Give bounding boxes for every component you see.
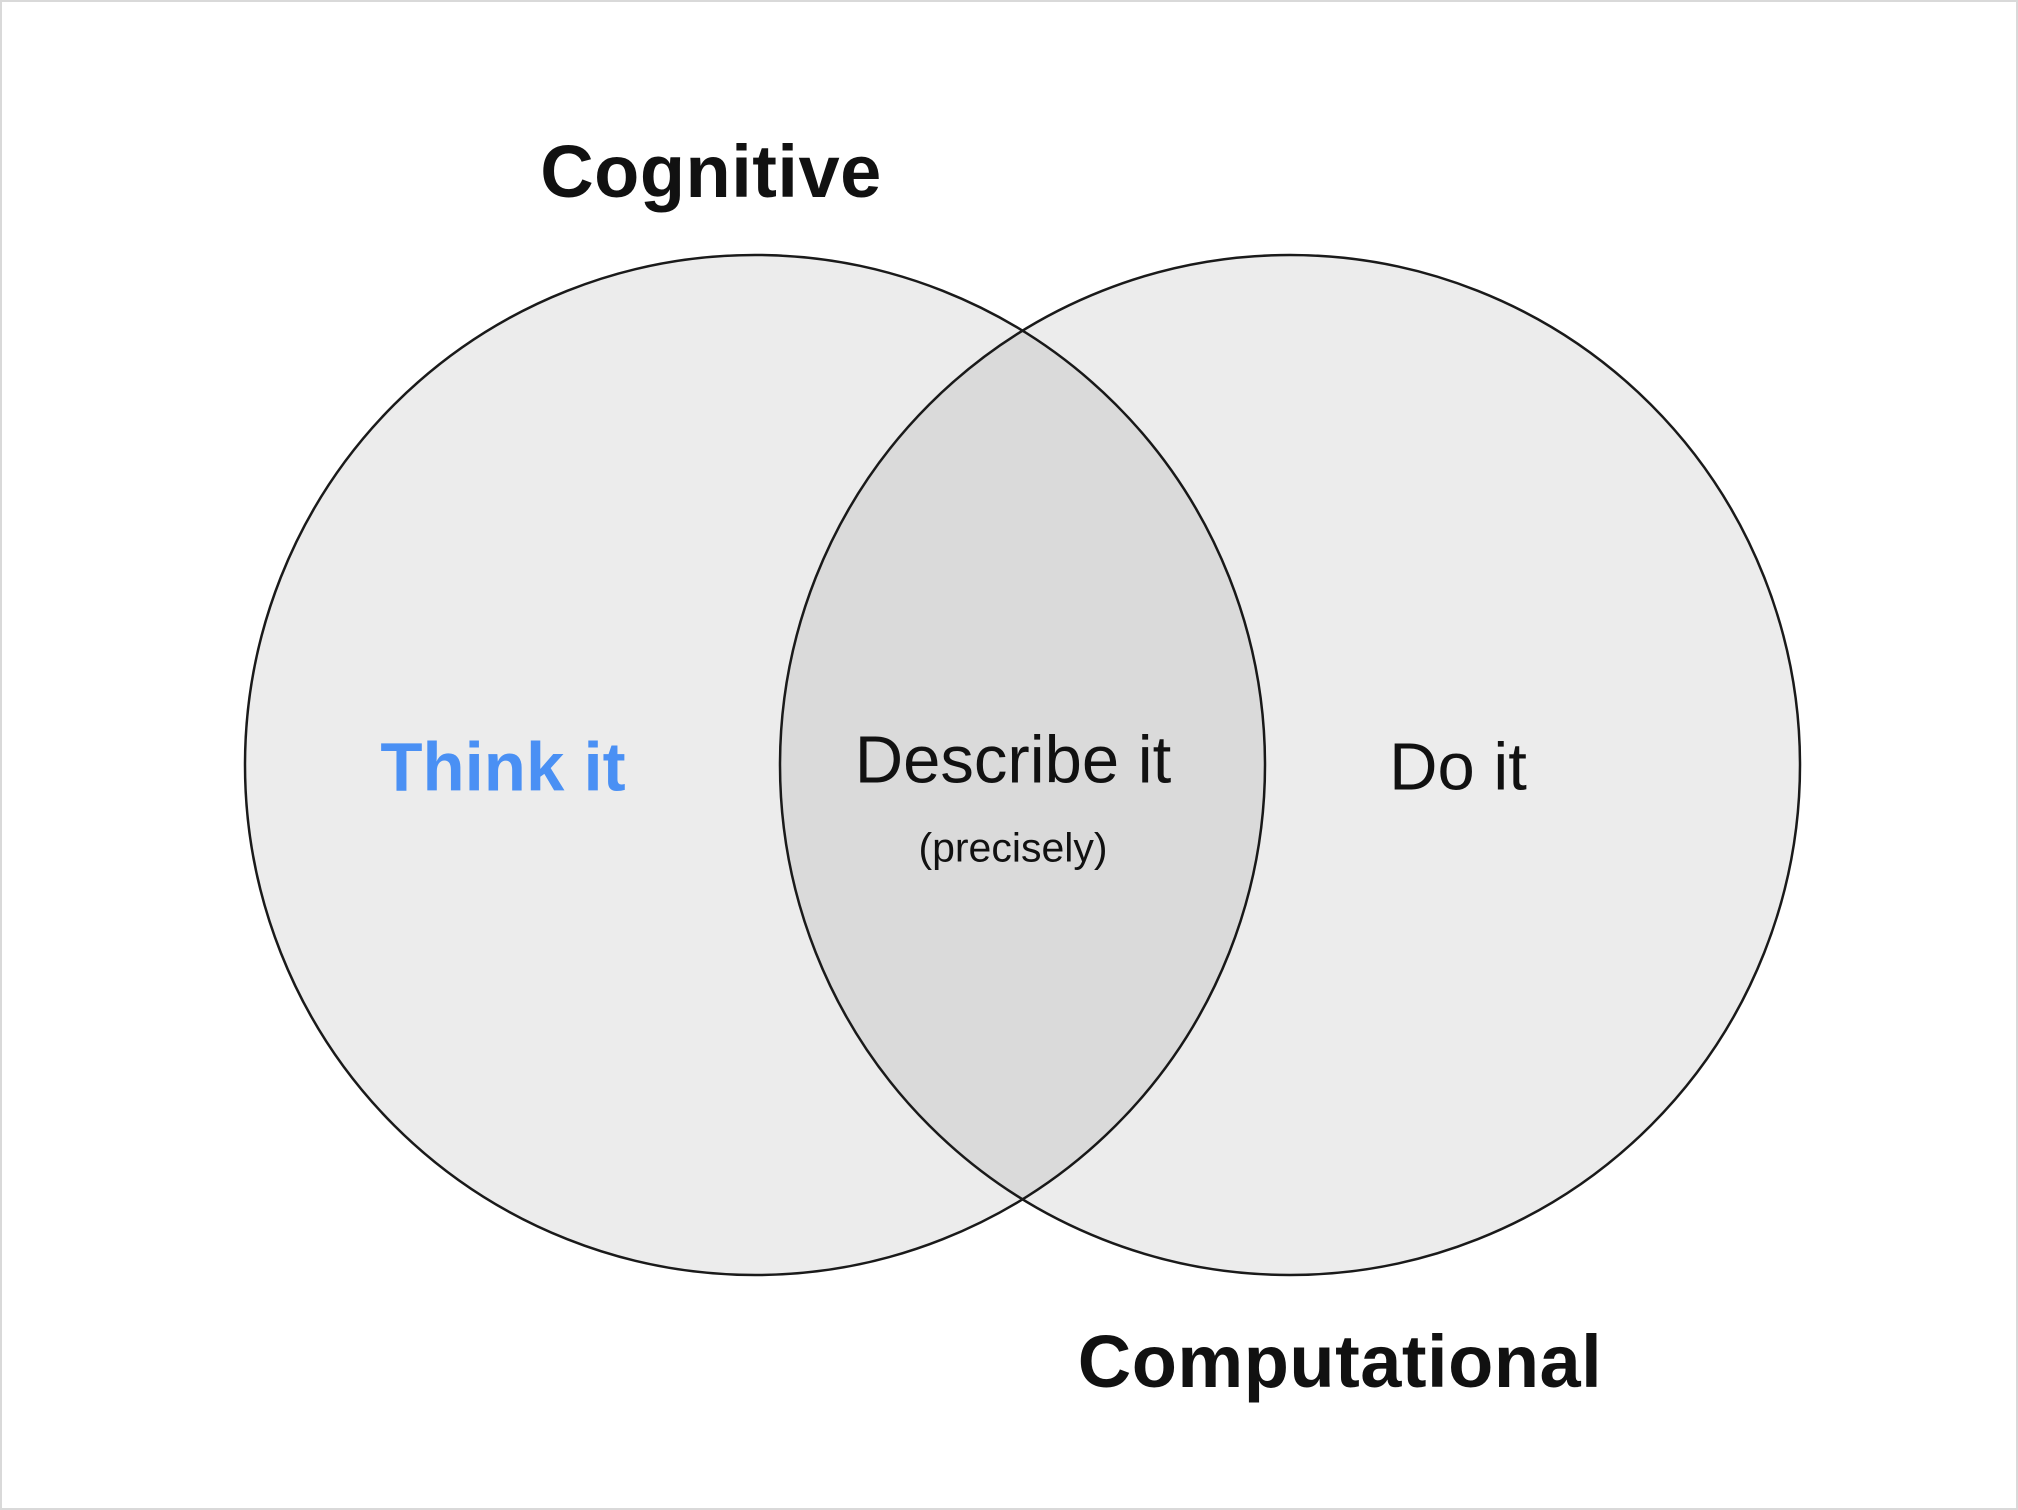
describe-it-label: Describe it <box>854 722 1172 798</box>
cognitive-circle <box>243 253 1267 1277</box>
precisely-label: (precisely) <box>918 824 1108 871</box>
cognitive-title: Cognitive <box>540 130 882 213</box>
computational-circle <box>778 253 1802 1277</box>
think-it-label: Think it <box>380 728 626 806</box>
do-it-label: Do it <box>1389 729 1527 805</box>
computational-title: Computational <box>1077 1320 1603 1403</box>
